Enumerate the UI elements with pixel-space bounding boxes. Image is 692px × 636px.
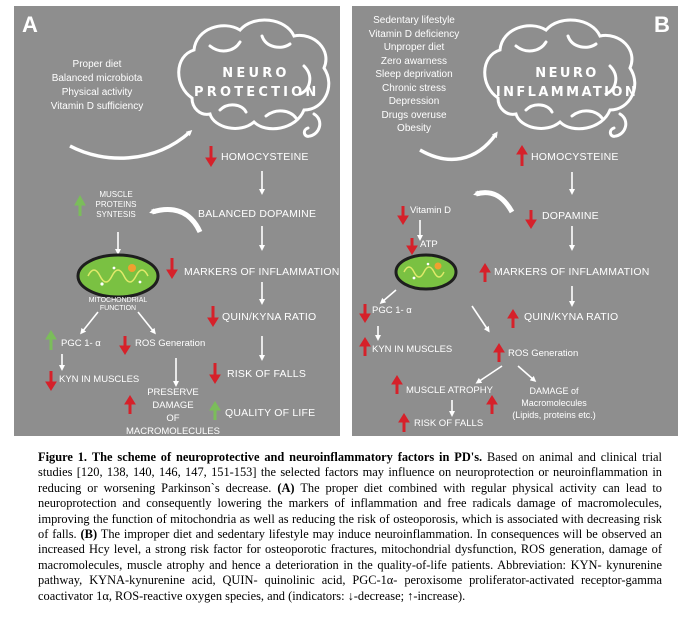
risk-falls-label: RISK OF FALLS [227, 368, 307, 380]
dopamine-label: BALANCED DOPAMINE [198, 208, 317, 220]
factor-item: Balanced microbiota [51, 73, 143, 84]
kyn-label: KYN IN MUSCLES [59, 374, 140, 385]
factors-arrow [69, 130, 193, 160]
caption-text: The improper diet and sedentary lifestyl… [38, 527, 662, 603]
homocysteine-label: HOMOCYSTEINE [221, 151, 309, 163]
factor-item: Sleep deprivation [375, 69, 453, 80]
factor-item: Vitamin D deficiency [368, 28, 460, 40]
factor-item: Depression [388, 96, 440, 107]
muscle-protein-label: MUSCLE PROTEINS SYNTESIS [95, 190, 137, 219]
factor-item: Unproper diet [383, 42, 445, 53]
mitochondrion-icon [76, 253, 160, 299]
caption-tag-a: (A) [277, 480, 295, 495]
quin-kyna-label: QUIN/KYNA RATIO [222, 311, 317, 323]
neuroinflammation-title: NEURO INFLAMMATION [495, 66, 639, 100]
atp-label: ATP [420, 239, 438, 250]
flow-arrows [375, 172, 575, 417]
caption-text: The proper diet combined with regular ph… [38, 480, 662, 542]
flow-arrows [59, 171, 265, 387]
quin-kyna-label: QUIN/KYNA RATIO [524, 311, 619, 323]
factor-item: Chronic stress [382, 82, 446, 94]
panel-a-artwork [45, 18, 331, 420]
factor-item: Drugs overuse [381, 109, 447, 121]
risk-falls-label: RISK OF FALLS [414, 418, 484, 429]
caption-title: The scheme of neuroprotective and neuroi… [91, 450, 483, 464]
brain-icon [177, 18, 331, 138]
vitamin-d-label: Vitamin D [410, 205, 452, 216]
ros-label: ROS Generation [508, 348, 579, 359]
markers-label: MARKERS OF INFLAMMATION [494, 266, 650, 278]
factor-list: Sedentary lifestyle Vitamin D deficiency… [356, 14, 472, 136]
homocysteine-label: HOMOCYSTEINE [531, 151, 619, 163]
ros-label: ROS Generation [135, 338, 206, 349]
quality-label: QUALITY OF LIFE [225, 407, 316, 419]
factor-item: Obesity [397, 123, 431, 134]
brain-icon [483, 18, 637, 138]
mitochondrion-icon [394, 253, 458, 291]
caption-text: Based on animal and clinical trial studi… [38, 450, 662, 495]
muscle-atrophy-label: MUSCLE ATROPHY [406, 385, 493, 396]
factor-list: Proper diet Balanced microbiota Physical… [36, 58, 158, 114]
damage-label: DAMAGE of Macromolecules (Lipids, protei… [512, 386, 596, 420]
figure-caption: Figure 1. The scheme of neuroprotective … [38, 450, 662, 604]
dopamine-label: DOPAMINE [542, 210, 599, 222]
factor-item: Proper diet [72, 59, 122, 70]
panel-neuroprotection: A Proper diet Balanced microbiota Physic… [14, 6, 340, 436]
panel-neuroinflammation: B Sedentary lifestyle Vitamin D deficien… [352, 6, 678, 436]
caption-tag-b: (B) [80, 527, 98, 542]
mito-label: MITOCHONDRIAL FUNCTION [88, 297, 148, 312]
factors-arrow [419, 131, 498, 162]
panel-letter: B [654, 12, 670, 37]
curved-arrow [473, 190, 515, 214]
pgc-label: PGC 1- α [61, 338, 101, 349]
panel-b-artwork [359, 18, 637, 432]
markers-label: MARKERS OF INFLAMMATION [184, 266, 340, 278]
factor-item: Physical activity [61, 87, 133, 98]
increase-arrows-green [45, 194, 221, 420]
factor-item: Zero awarness [380, 55, 448, 67]
curved-arrow [149, 207, 203, 234]
factor-item: Vitamin D sufficiency [50, 101, 144, 112]
neuroprotection-title: NEURO PROTECTION [194, 66, 320, 100]
decrease-arrows [359, 206, 537, 323]
decrease-arrows [45, 146, 221, 391]
kyn-label: KYN IN MUSCLES [372, 344, 453, 355]
increase-arrows [359, 145, 528, 432]
factor-item: Sedentary lifestyle [373, 15, 455, 26]
caption-label: Figure 1. [38, 450, 88, 464]
preserve-label: PRESERVE DAMAGE OF MACROMOLECULES [126, 387, 220, 436]
increase-arrow-red [124, 395, 136, 414]
panel-letter: A [22, 12, 38, 37]
pgc-label: PGC 1- α [372, 305, 412, 316]
